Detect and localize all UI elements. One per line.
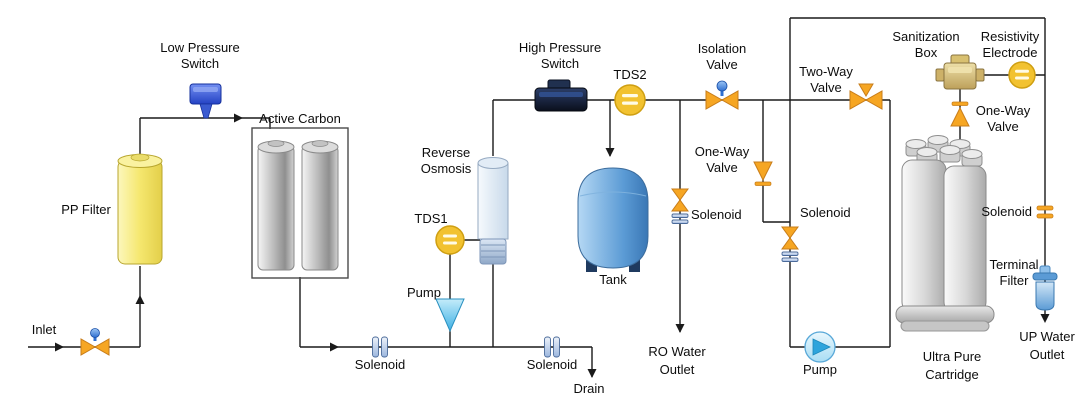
sanitization-box [935,54,985,90]
tank [577,167,649,272]
recirc-pump [804,331,836,363]
solenoid-ro-outlet-valve [671,188,689,224]
diagram-labels: Inlet PP Filter Low Pressure Switch Acti… [32,29,1076,396]
two-way-valve-label: Two-Way [799,64,853,79]
reverse-osmosis-label: Osmosis [421,161,472,176]
pipe-lines [28,17,1046,377]
ro-outlet-arrow-icon [675,324,685,333]
one-way-valve-polish-label: One-Way [976,103,1031,118]
valve-cap-icon [716,80,728,92]
up-water-outlet-label: UP Water [1019,329,1075,344]
active-carbon-unit [251,127,349,279]
carbon-feed-arrow-icon [234,113,243,123]
one-way-valve-ro-label: One-Way [695,144,750,159]
reverse-osmosis-module [477,157,509,265]
resistivity-electrode-sensor [1008,61,1036,89]
feed-pump-label: Pump [407,285,441,300]
low-pressure-switch-label: Switch [181,56,219,71]
carbon-cylinder-left [257,140,295,271]
ultra-pure-cartridge-label: Ultra Pure [923,349,982,364]
cartridge-caps [905,135,983,167]
high-pressure-switch-label: High Pressure [519,40,601,55]
tds2-sensor [614,84,646,116]
ultra-pure-cartridge [895,135,995,332]
tds1-sensor [435,225,465,255]
solenoid-drain-label: Solenoid [527,357,578,372]
solenoid-feed-arrow-icon [330,342,339,352]
low-pressure-switch [189,83,222,119]
solenoid-ro-outlet-label: Solenoid [691,207,742,222]
two-way-valve [849,83,883,110]
tank-inlet-arrow-icon [605,148,615,157]
recirc-pump-label: Pump [803,362,837,377]
valve-cap-icon [90,328,100,338]
drain-arrow-icon [587,369,597,378]
terminal-filter-device [1032,265,1058,311]
ro-water-outlet-label: Outlet [660,362,695,377]
resistivity-electrode-label: Electrode [983,45,1038,60]
pp-filter-label: PP Filter [61,202,111,217]
high-pressure-switch [534,79,588,112]
solenoid-recirc-label: Solenoid [800,205,851,220]
ultra-pure-cartridge-label: Cartridge [925,367,978,382]
up-outlet-arrow-icon [1040,314,1050,323]
one-way-valve-ro-label: Valve [706,160,738,175]
inlet-label: Inlet [32,322,57,337]
feed-pump [435,298,465,333]
solenoid-feed-label: Solenoid [355,357,406,372]
terminal-filter-label: Terminal [989,257,1038,272]
solenoid-feed-valve [372,336,388,358]
flow-arrows [55,113,1050,378]
drain-label: Drain [573,381,604,396]
solenoid-recirc-valve [781,226,799,262]
tank-label: Tank [599,272,627,287]
sanitization-box-label: Box [915,45,938,60]
low-pressure-switch-label: Low Pressure [160,40,239,55]
terminal-filter-label: Filter [1000,273,1030,288]
isolation-valve [705,80,739,110]
solenoid-up-label: Solenoid [981,204,1032,219]
inlet-arrow-icon [55,342,64,352]
one-way-valve-polish-label: Valve [987,119,1019,134]
isolation-valve-label: Valve [706,57,738,72]
one-way-valve-polish [950,101,970,127]
pp-filter [117,153,163,265]
solenoid-drain-valve [544,336,560,358]
inlet-valve [80,328,110,356]
carbon-cylinder-right [301,140,339,271]
ro-water-outlet-label: RO Water [648,344,706,359]
pp-filter-arrow-icon [135,295,145,304]
active-carbon-label: Active Carbon [259,111,341,126]
up-water-outlet-label: Outlet [1030,347,1065,362]
one-way-valve-ro [753,161,773,186]
isolation-valve-label: Isolation [698,41,746,56]
resistivity-electrode-label: Resistivity [981,29,1040,44]
two-way-valve-label: Valve [810,80,842,95]
high-pressure-switch-label: Switch [541,56,579,71]
solenoid-up-valve [1036,205,1054,219]
tds1-label: TDS1 [414,211,447,226]
tds2-label: TDS2 [613,67,646,82]
reverse-osmosis-label: Reverse [422,145,470,160]
sanitization-box-label: Sanitization [892,29,959,44]
